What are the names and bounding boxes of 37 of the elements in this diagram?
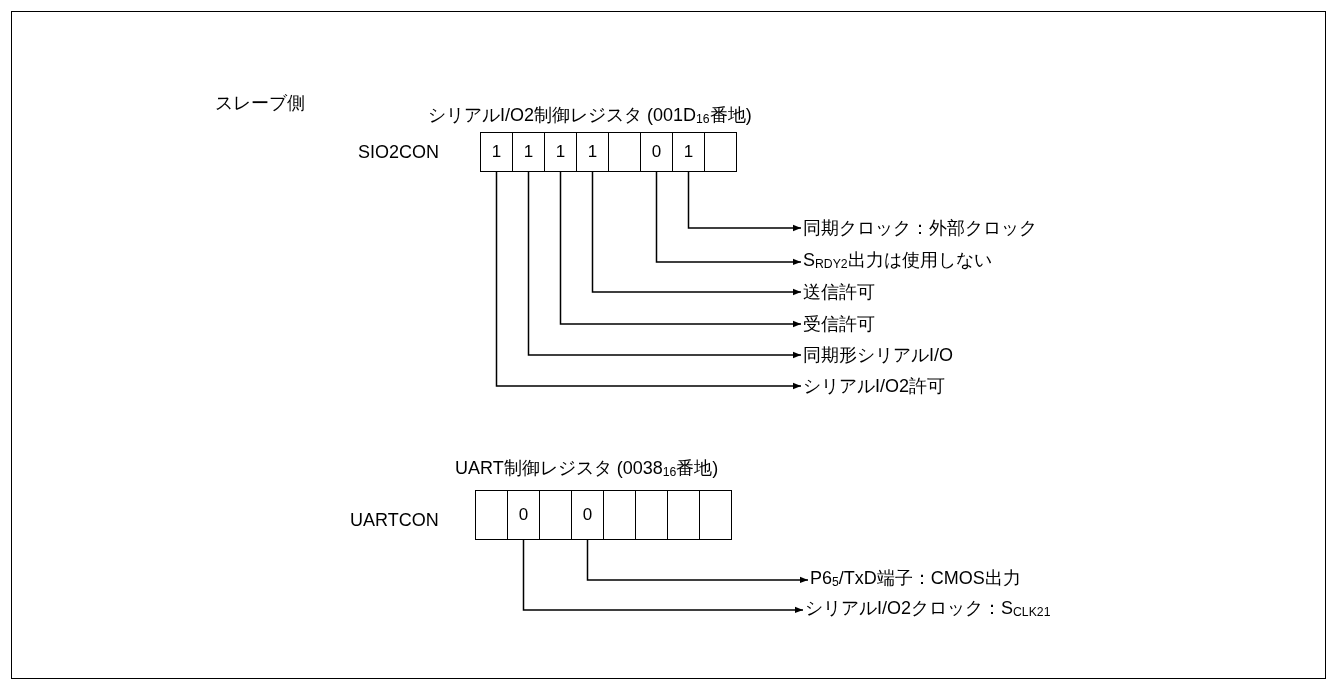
register-title: UART制御レジスタ (0038$_{16}$番地) — [455, 457, 719, 481]
register-name: UARTCON — [350, 509, 439, 531]
register-name: SIO2CON — [358, 141, 440, 163]
leader-arrow — [655, 171, 802, 266]
bit-description: 同期形シリアルI/O — [803, 344, 953, 366]
register-bit-cell: 1 — [544, 132, 577, 172]
bit-description: S$_{RDY2}$出力は使用しない — [803, 249, 992, 275]
register-bit-cell — [699, 490, 732, 540]
register-bit-cell: 1 — [576, 132, 609, 172]
register-bit-cell: 1 — [480, 132, 513, 172]
bit-description: シリアルI/O2許可 — [803, 375, 945, 397]
bit-description: P6$_{5}$/TxD端子：CMOS出力 — [810, 567, 1021, 593]
register-bit-cell — [475, 490, 508, 540]
bit-description: 受信許可 — [803, 313, 875, 335]
leader-arrow — [527, 171, 802, 359]
side-label: スレーブ側 — [215, 92, 305, 114]
leader-arrow — [522, 539, 804, 614]
register-bit-cell: 1 — [512, 132, 545, 172]
leader-arrow — [591, 171, 802, 296]
register-bit-cell: 0 — [640, 132, 673, 172]
register-bit-cell — [539, 490, 572, 540]
register-bit-cell — [635, 490, 668, 540]
register-title: シリアルI/O2制御レジスタ (001D$_{16}$番地) — [428, 104, 752, 128]
leader-arrow — [586, 539, 809, 584]
register-bit-cell: 1 — [672, 132, 705, 172]
leader-arrow — [687, 171, 802, 232]
bit-description: シリアルI/O2クロック：S$_{CLK21}$ — [805, 597, 1051, 623]
register-bit-cell — [608, 132, 641, 172]
register-bit-cell — [603, 490, 636, 540]
register-bit-cell — [667, 490, 700, 540]
leader-arrow — [559, 171, 802, 328]
bit-description: 送信許可 — [803, 281, 875, 303]
register-bit-cell: 0 — [571, 490, 604, 540]
bit-description: 同期クロック：外部クロック — [803, 217, 1037, 239]
leader-arrow — [495, 171, 802, 390]
register-bit-cell — [704, 132, 737, 172]
register-bit-cell: 0 — [507, 490, 540, 540]
